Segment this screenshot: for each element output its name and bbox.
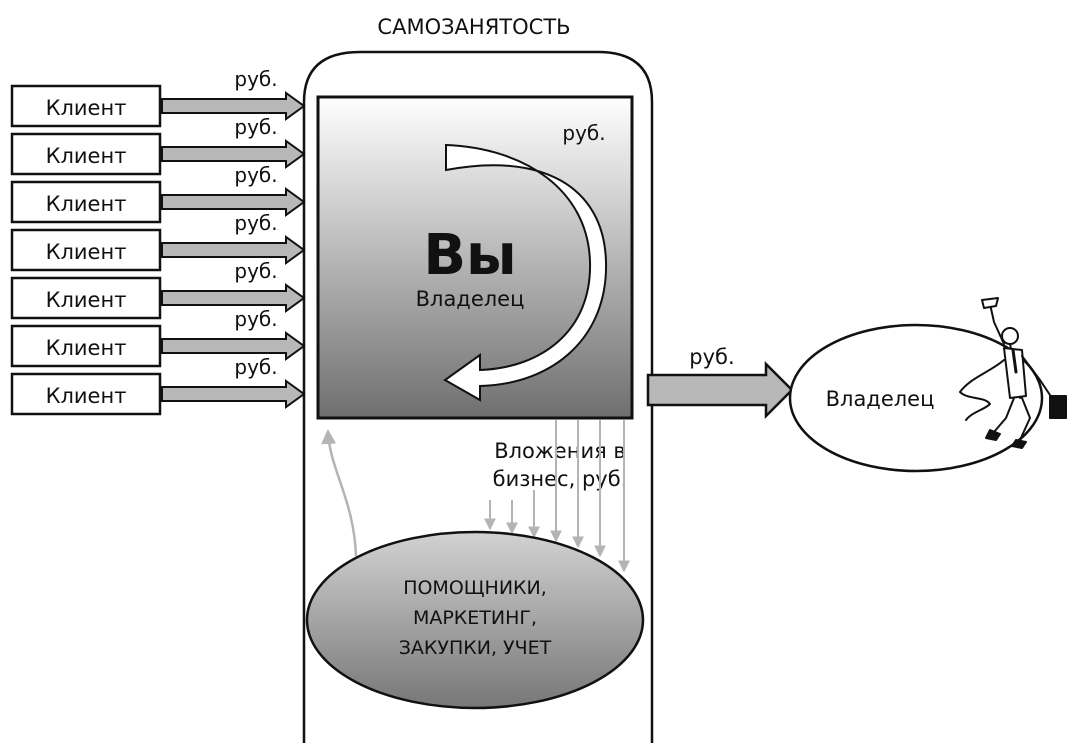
client-label: Клиент — [46, 240, 127, 264]
support-line-1: ПОМОЩНИКИ, — [403, 577, 547, 599]
payment-arrow: руб. — [161, 355, 306, 409]
client-label: Клиент — [46, 96, 127, 120]
support-feedback-arrow — [321, 429, 358, 557]
support-ellipse — [305, 530, 645, 710]
payment-label: руб. — [234, 163, 277, 187]
payment-label: руб. — [234, 307, 277, 331]
client-box: Клиент — [10, 372, 162, 416]
client-column: Клиент Клиент Клиент Клиент Клиент Клиен… — [10, 84, 162, 416]
client-box: Клиент — [10, 180, 162, 224]
client-payment-arrows: руб. руб. руб. руб. руб. руб. руб. — [161, 67, 306, 409]
payment-label: руб. — [234, 115, 277, 139]
investments-label-line2: бизнес, руб. — [493, 467, 628, 491]
payment-arrow: руб. — [161, 211, 306, 265]
investments-label-line1: Вложения в — [494, 439, 626, 463]
payment-label: руб. — [234, 211, 277, 235]
investment-arrows — [484, 420, 630, 573]
payment-label: руб. — [234, 355, 277, 379]
payment-arrow: руб. — [161, 163, 306, 217]
client-box: Клиент — [10, 84, 162, 128]
support-line-3: ЗАКУПКИ, УЧЕТ — [399, 637, 552, 659]
client-label: Клиент — [46, 288, 127, 312]
owner-payment-label: руб. — [689, 345, 734, 369]
jumping-businessman-icon — [959, 297, 1067, 449]
loop-label: руб. — [562, 121, 605, 145]
client-box: Клиент — [10, 324, 162, 368]
client-label: Клиент — [46, 336, 127, 360]
payment-label: руб. — [234, 259, 277, 283]
client-label: Клиент — [46, 144, 127, 168]
owner-label: Владелец — [416, 287, 525, 311]
client-box: Клиент — [10, 228, 162, 272]
owner-ellipse-label: Владелец — [826, 387, 935, 411]
owner-payment-arrow — [646, 360, 794, 420]
payment-arrow: руб. — [161, 67, 306, 121]
self-employment-container — [302, 50, 654, 743]
owner-ellipse — [788, 323, 1044, 473]
payment-arrow: руб. — [161, 307, 306, 361]
client-box: Клиент — [10, 276, 162, 320]
client-label: Клиент — [46, 192, 127, 216]
payment-label: руб. — [234, 67, 277, 91]
support-line-2: МАРКЕТИНГ, — [413, 607, 537, 629]
reinvest-loop-arrow — [443, 143, 608, 402]
diagram-title: САМОЗАНЯТОСТЬ — [377, 15, 570, 39]
client-box: Клиент — [10, 132, 162, 176]
payment-arrow: руб. — [161, 259, 306, 313]
payment-arrow: руб. — [161, 115, 306, 169]
you-label: Вы — [423, 223, 516, 288]
client-label: Клиент — [46, 384, 127, 408]
